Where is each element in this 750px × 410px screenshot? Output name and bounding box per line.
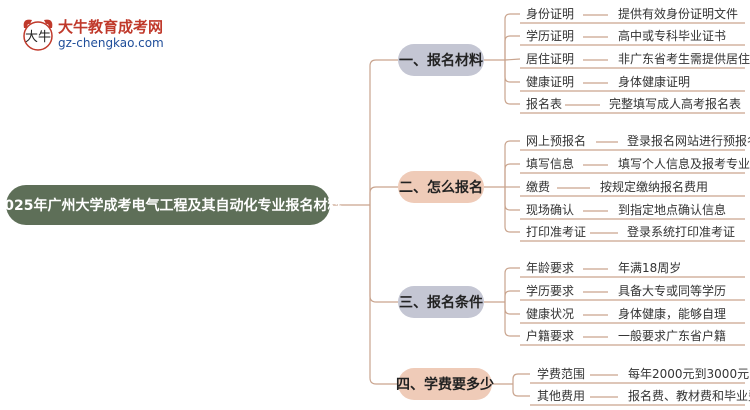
- item-desc: 到指定地点确认信息: [618, 203, 727, 217]
- item-desc: 身体健康，能够自理: [618, 307, 727, 321]
- item-desc: 填写个人信息及报考专业: [618, 157, 750, 171]
- item-name: 身份证明: [526, 7, 575, 21]
- item-desc: 非广东省考生需提供居住证: [618, 52, 750, 66]
- connector-line: [504, 187, 520, 233]
- category-conditions: 三、报名条件: [398, 286, 484, 318]
- connector-line: [504, 290, 520, 302]
- item-name: 学历要求: [526, 284, 575, 298]
- connector-line: [369, 205, 398, 303]
- connector-line: [369, 186, 398, 205]
- connector-line: [369, 59, 398, 205]
- connector-line: [512, 384, 530, 397]
- connector-line: [512, 373, 530, 384]
- item-name: 网上预报名: [526, 134, 587, 148]
- connector-line: [504, 302, 520, 337]
- connector-line: [504, 187, 520, 211]
- item-desc: 登录报名网站进行预报名: [627, 134, 750, 148]
- item-desc: 报名费、教材费和毕业费: [628, 389, 750, 403]
- item-desc: 身体健康证明: [618, 75, 691, 89]
- item-name: 健康证明: [526, 75, 575, 89]
- item-desc: 年满18周岁: [618, 261, 682, 275]
- item-desc: 按规定缴纳报名费用: [600, 180, 709, 194]
- connector-line: [504, 267, 520, 302]
- item-desc: 具备大专或同等学历: [618, 284, 727, 298]
- site-logo[interactable]: 大牛 大牛教育成考网 gz-chengkao.com: [18, 14, 168, 56]
- connector-line: [504, 163, 520, 187]
- connector-line: [504, 35, 520, 60]
- item-name: 居住证明: [526, 52, 575, 66]
- bull-logo-icon: 大牛: [23, 19, 53, 51]
- item-name: 年龄要求: [526, 261, 575, 275]
- connector-line: [504, 13, 520, 60]
- item-name: 学历证明: [526, 29, 575, 43]
- item-desc: 提供有效身份证明文件: [618, 7, 739, 21]
- connector-line: [504, 60, 520, 105]
- connector-line: [504, 302, 520, 315]
- root-node: 2025年广州大学成考电气工程及其自动化专业报名材料: [0, 185, 341, 225]
- item-name: 其他费用: [537, 389, 586, 403]
- item-name: 户籍要求: [526, 329, 575, 343]
- item-desc: 每年2000元到3000元: [628, 367, 750, 381]
- item-desc: 完整填写成人高考报名表: [609, 97, 742, 111]
- item-name: 健康状况: [526, 307, 575, 321]
- category-materials: 一、报名材料: [398, 44, 484, 76]
- item-name: 学费范围: [537, 367, 586, 381]
- category-tuition: 四、学费要多少: [396, 368, 494, 400]
- svg-text:大牛: 大牛: [25, 30, 51, 45]
- connector-line: [504, 60, 520, 83]
- logo-url: gz-chengkao.com: [58, 36, 164, 50]
- item-desc: 登录系统打印准考证: [627, 225, 736, 239]
- connector-line: [369, 205, 398, 385]
- item-name: 打印准考证: [526, 225, 587, 239]
- item-name: 现场确认: [526, 203, 575, 217]
- item-name: 报名表: [526, 97, 563, 111]
- item-name: 缴费: [526, 180, 551, 194]
- item-name: 填写信息: [526, 157, 575, 171]
- connector-line: [504, 140, 520, 187]
- logo-title: 大牛教育成考网: [58, 18, 164, 36]
- item-desc: 高中或专科毕业证书: [618, 29, 727, 43]
- item-desc: 一般要求广东省户籍: [618, 329, 727, 343]
- connector-line: [504, 58, 521, 61]
- category-how-to-apply: 二、怎么报名: [398, 171, 484, 203]
